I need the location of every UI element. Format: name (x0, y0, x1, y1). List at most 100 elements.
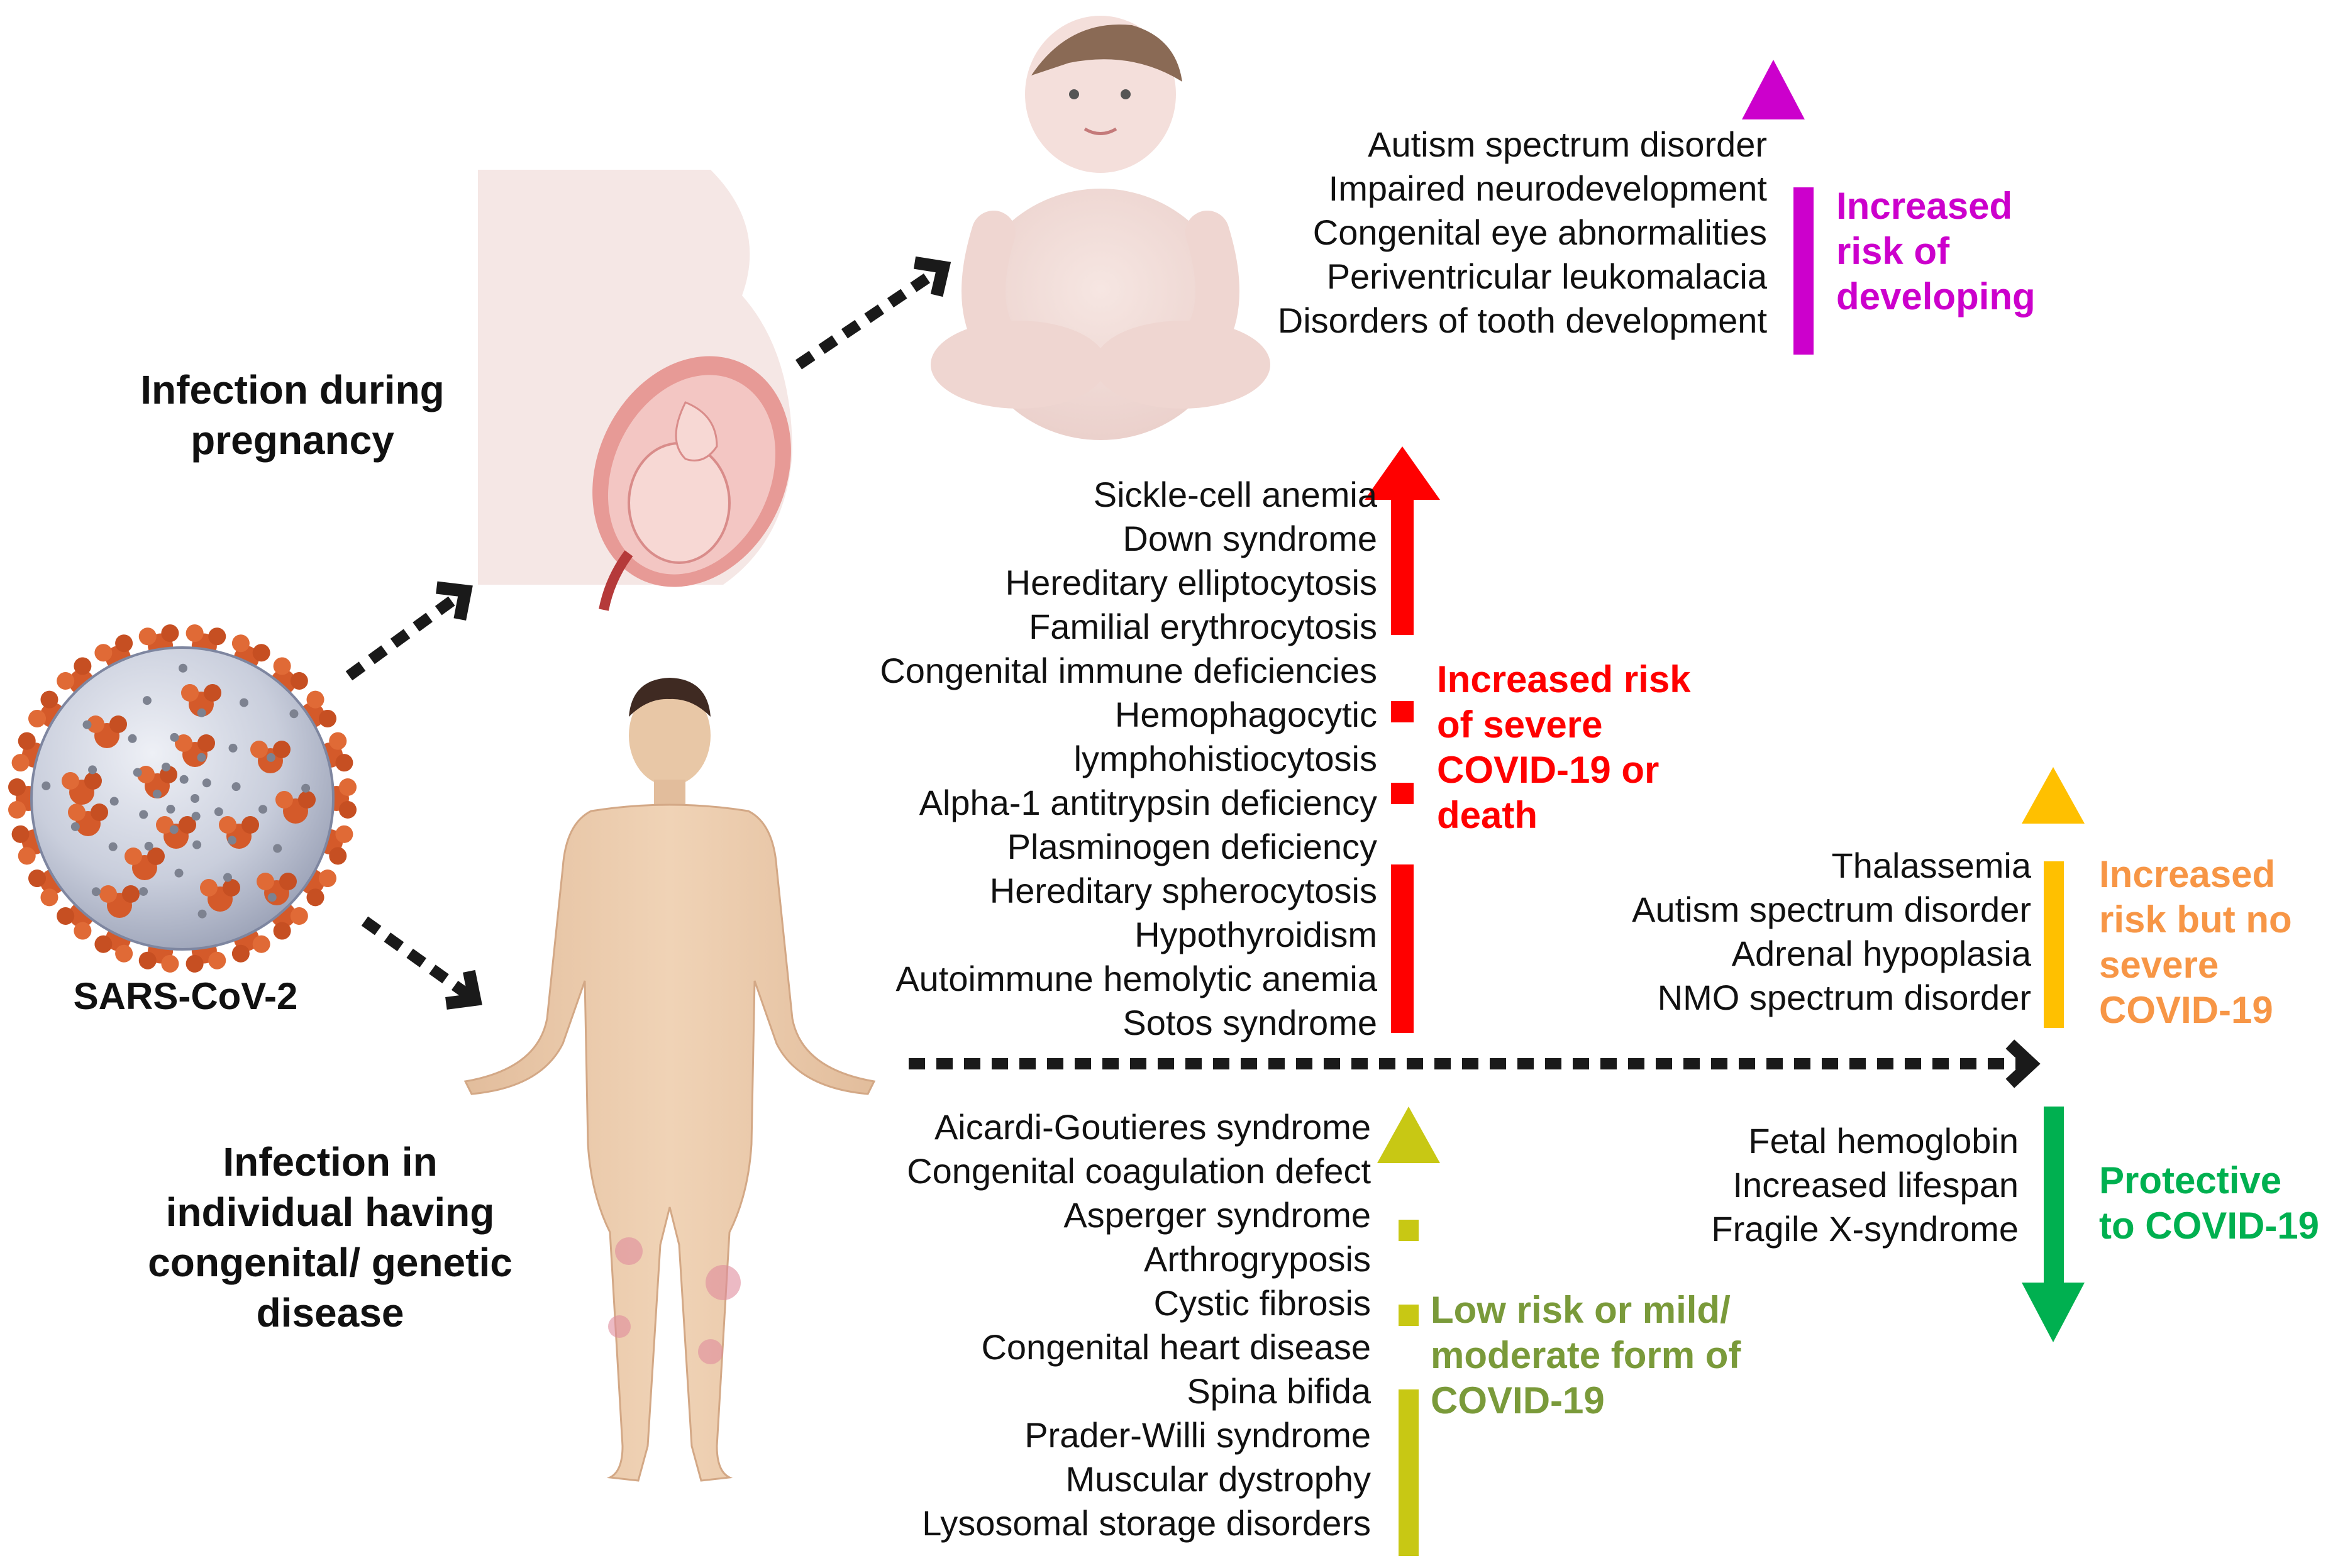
membrane-protein-icon (178, 663, 187, 673)
individual-caption-line: Infection in (223, 1139, 438, 1184)
baby-illustration (931, 16, 1270, 440)
membrane-protein-icon (174, 868, 184, 878)
category-bar (1391, 500, 1414, 635)
list-item: Thalassemia (1831, 846, 2031, 885)
membrane-protein-icon (162, 762, 171, 771)
dotted-arrow (909, 1039, 2041, 1088)
membrane-protein-icon (179, 775, 189, 784)
list-item: Alpha-1 antitrypsin deficiency (919, 783, 1377, 822)
category-line: risk but no (2099, 898, 2292, 941)
list-item: Hereditary spherocytosis (989, 871, 1377, 910)
list-item: Autism spectrum disorder (1368, 124, 1767, 164)
virus-label: SARS-CoV-2 (38, 971, 333, 1022)
category-line: risk of (1836, 230, 1950, 272)
membrane-protein-icon (192, 840, 202, 849)
arrow-head (914, 256, 951, 297)
severe-category-label: Increased risk of severe COVID-19 or dea… (1437, 657, 1691, 838)
list-item: Fragile X-syndrome (1711, 1209, 2019, 1249)
list-item: Congenital immune deficiencies (880, 651, 1377, 690)
category-bar (1399, 1220, 1419, 1241)
list-item: Prader-Willi syndrome (1024, 1415, 1371, 1455)
membrane-protein-icon (108, 842, 118, 851)
protective-list: Fetal hemoglobin Increased lifespan Frag… (1635, 1119, 2019, 1251)
category-line: COVID-19 or (1437, 749, 1660, 791)
category-line: COVID-19 (2099, 989, 2273, 1031)
dotted-arrow (345, 581, 473, 681)
membrane-protein-icon (239, 698, 248, 707)
list-item: Cystic fibrosis (1153, 1283, 1371, 1323)
human-body-illustration (463, 678, 876, 1482)
category-line: COVID-19 (1431, 1379, 1605, 1422)
list-item: NMO spectrum disorder (1657, 978, 2031, 1017)
list-item: Sotos syndrome (1122, 1003, 1377, 1042)
category-bar (1793, 187, 1814, 355)
membrane-protein-icon (258, 805, 268, 814)
list-item: Autoimmune hemolytic anemia (895, 959, 1377, 998)
category-bar (1399, 1305, 1419, 1326)
list-item: Autism spectrum disorder (1632, 890, 2031, 929)
membrane-protein-icon (152, 789, 162, 798)
category-line: Increased (1836, 185, 2013, 227)
up-arrow-icon (1365, 446, 1440, 500)
list-item: Congenital coagulation defect (907, 1151, 1371, 1191)
category-bar (1391, 701, 1414, 722)
dotted-arrow (795, 256, 951, 370)
list-item: Lysosomal storage disorders (922, 1503, 1371, 1543)
individual-caption-line: individual having (165, 1190, 495, 1235)
list-item: lymphohistiocytosis (1073, 739, 1377, 778)
list-item: Congenital eye abnormalities (1312, 213, 1767, 252)
membrane-protein-icon (223, 873, 233, 882)
virus-label-text: SARS-CoV-2 (73, 975, 298, 1017)
list-item: Congenital heart disease (981, 1327, 1371, 1367)
list-item: Muscular dystrophy (1065, 1459, 1371, 1499)
membrane-protein-icon (166, 805, 175, 814)
down-arrow-icon (2022, 1283, 2085, 1342)
list-item: Fetal hemoglobin (1748, 1121, 2019, 1161)
membrane-protein-icon (42, 781, 51, 790)
membrane-protein-icon (139, 886, 148, 896)
arrow-head (2005, 1039, 2041, 1088)
pregnancy-caption: Infection during pregnancy (113, 365, 472, 465)
list-item: Increased lifespan (1732, 1165, 2019, 1205)
category-line: Increased risk (1437, 658, 1691, 700)
severe-list: Sickle-cell anemia Down syndrome Heredit… (786, 473, 1377, 1045)
developing-list: Autism spectrum disorder Impaired neurod… (1195, 123, 1767, 343)
category-bar (2044, 861, 2064, 1028)
category-bar (1391, 783, 1414, 804)
membrane-protein-icon (301, 783, 311, 793)
category-line: to COVID-19 (2099, 1205, 2320, 1247)
list-item: Asperger syndrome (1063, 1195, 1371, 1235)
virus-illustration (8, 623, 357, 974)
membrane-protein-icon (266, 753, 275, 762)
list-item: Hypothyroidism (1134, 915, 1377, 954)
up-arrow-icon (2022, 767, 2085, 824)
membrane-protein-icon (231, 782, 241, 792)
list-item: Impaired neurodevelopment (1328, 168, 1767, 208)
list-item: Down syndrome (1122, 519, 1377, 558)
list-item: Sickle-cell anemia (1093, 475, 1377, 514)
arrow-shaft (795, 262, 947, 370)
category-bar (1391, 864, 1414, 1033)
low-risk-category-label: Low risk or mild/ moderate form of COVID… (1431, 1288, 1741, 1423)
list-item: Hereditary elliptocytosis (1005, 563, 1377, 602)
membrane-protein-icon (197, 753, 206, 762)
category-bar (1399, 1389, 1419, 1556)
low-risk-list: Aicardi-Goutieres syndrome Congenital co… (786, 1105, 1371, 1545)
membrane-protein-icon (267, 893, 277, 902)
membrane-protein-icon (197, 708, 206, 717)
list-item: Arthrogryposis (1143, 1239, 1371, 1279)
membrane-protein-icon (169, 825, 179, 834)
individual-caption-line: congenital/ genetic (148, 1240, 513, 1285)
up-arrow-icon (1742, 60, 1805, 119)
category-line: Increased (2099, 853, 2276, 895)
category-line: Protective (2099, 1159, 2282, 1201)
developing-category-label: Increased risk of developing (1836, 184, 2036, 319)
arrow-shaft (361, 916, 479, 1005)
up-arrow-icon (1377, 1107, 1440, 1163)
membrane-protein-icon (197, 909, 207, 919)
list-item: Familial erythrocytosis (1029, 607, 1377, 646)
pregnancy-caption-line: Infection during (140, 367, 445, 412)
membrane-protein-icon (214, 807, 223, 817)
membrane-protein-icon (191, 812, 201, 821)
dotted-arrow (361, 916, 482, 1010)
